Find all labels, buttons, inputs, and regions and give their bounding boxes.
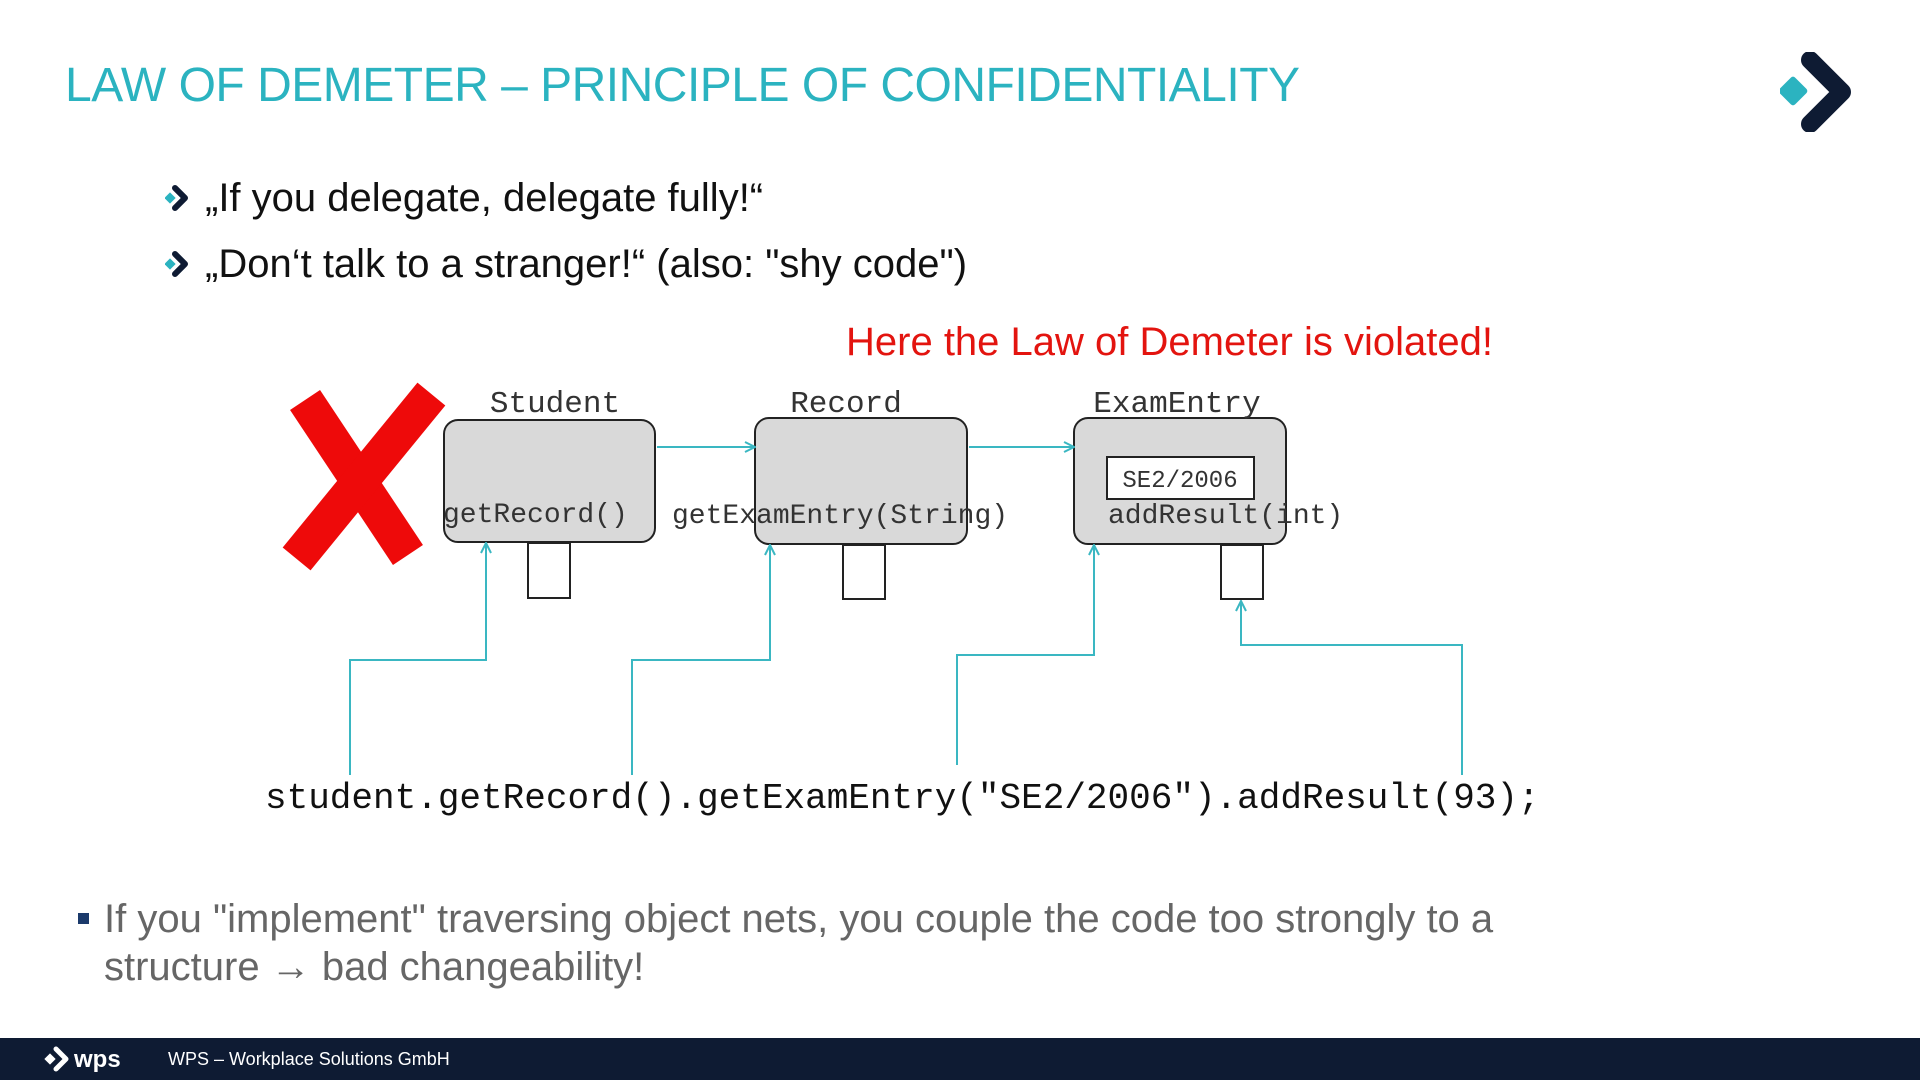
exam-entry-label: ExamEntry (1093, 387, 1260, 422)
square-bullet-icon (78, 913, 89, 924)
chevron-bullet-icon (165, 185, 188, 211)
connector-exam-entry (956, 545, 1094, 765)
footer-bar: wps WPS – Workplace Solutions GmbH (0, 1038, 1920, 1080)
connector-get-record (349, 543, 486, 775)
footer-company: WPS – Workplace Solutions GmbH (168, 1048, 450, 1069)
bottom-note-text: If you "implement" traversing object net… (104, 897, 1494, 989)
record-method: getExamEntry(String) (672, 501, 1008, 532)
connector-add-result (1241, 601, 1463, 775)
record-port (842, 544, 886, 600)
bullet-text: „Don‘t talk to a stranger!“ (also: "shy … (205, 241, 968, 286)
exam-entry-method: addResult(int) (1108, 501, 1343, 532)
exam-entry-field-box (1106, 456, 1255, 500)
footer-logo-text: wps (73, 1046, 121, 1073)
student-label: Student (490, 387, 620, 422)
bullet-text: „If you delegate, delegate fully!“ (205, 175, 764, 220)
student-method: getRecord() (443, 500, 628, 531)
exam-entry-field: SE2/2006 (1122, 468, 1237, 495)
student-port (527, 542, 571, 599)
code-line: student.getRecord().getExamEntry("SE2/20… (265, 778, 1540, 819)
footer-logo: wps (44, 1046, 121, 1073)
exam-entry-port (1220, 544, 1264, 600)
bullet-item: „Don‘t talk to a stranger!“ (also: "shy … (165, 231, 967, 297)
connector-get-exam-entry (631, 545, 770, 775)
chevron-bullet-icon (165, 251, 188, 277)
violation-note: Here the Law of Demeter is violated! (846, 320, 1493, 364)
bullet-list: „If you delegate, delegate fully!“ „Don‘… (165, 165, 967, 297)
record-label: Record (790, 387, 902, 422)
bottom-note: If you "implement" traversing object net… (78, 895, 1504, 991)
slide-title: LAW OF DEMETER – PRINCIPLE OF CONFIDENTI… (65, 59, 1300, 112)
red-cross-icon (282, 382, 446, 571)
wps-logo-icon (1780, 52, 1851, 132)
bullet-item: „If you delegate, delegate fully!“ (165, 165, 967, 231)
